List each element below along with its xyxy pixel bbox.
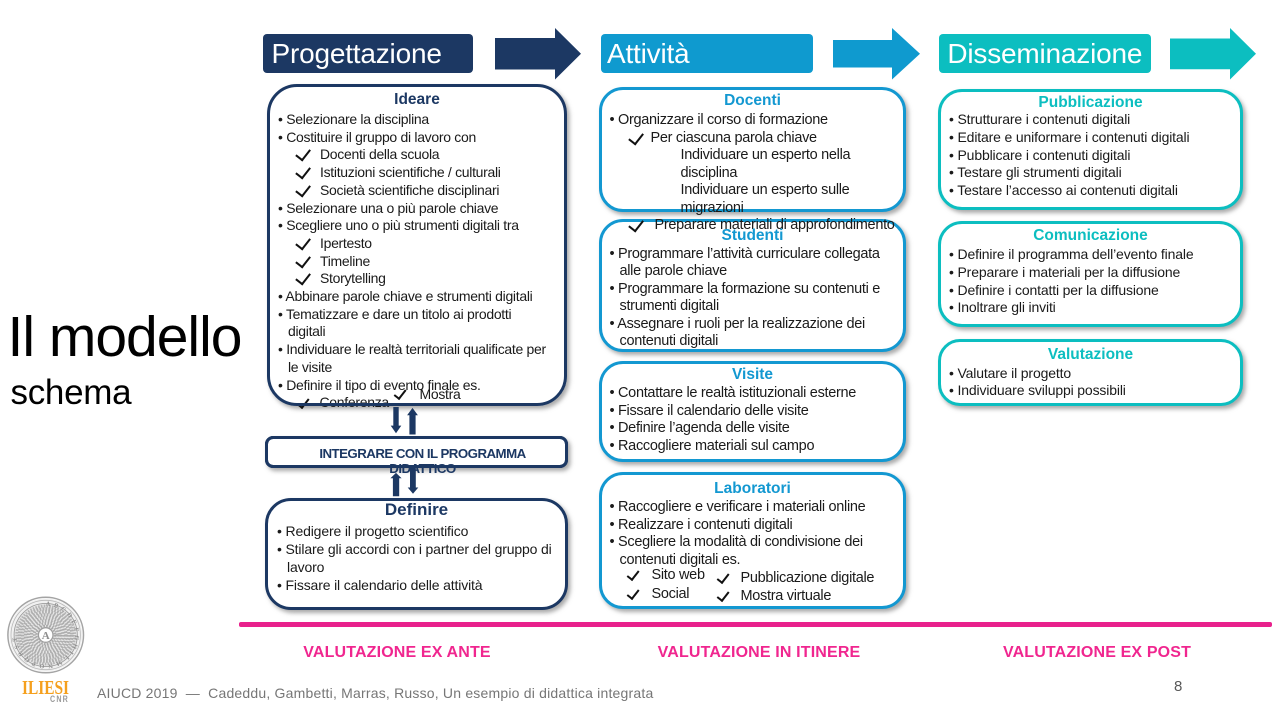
svg-text:ILIESI: ILIESI <box>22 677 69 699</box>
svg-text:A: A <box>42 630 50 642</box>
svg-text:CNR: CNR <box>50 694 69 704</box>
